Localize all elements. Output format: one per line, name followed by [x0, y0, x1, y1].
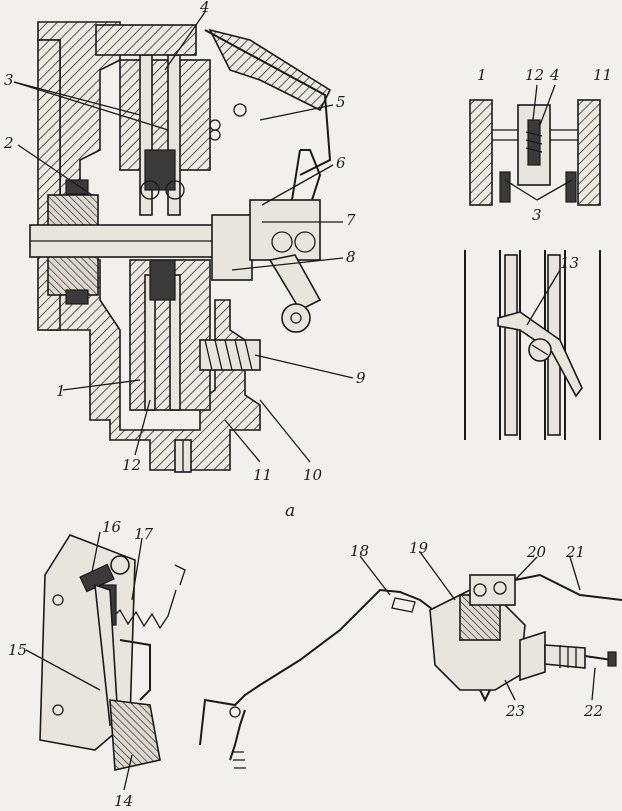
return-spring	[199, 339, 261, 371]
callout-21: 21	[565, 543, 585, 561]
callout-23: 23	[505, 702, 525, 720]
callout-10: 10	[303, 466, 323, 484]
callout-2: 2	[3, 134, 14, 152]
callout-22: 22	[583, 702, 603, 720]
callout-11-inset: 11	[593, 66, 612, 84]
callout-1-inset: 1	[477, 66, 487, 84]
callout-1-main: 1	[56, 382, 66, 400]
callout-15: 15	[8, 641, 27, 659]
callout-12-main: 12	[122, 456, 141, 474]
callout-11-main: 11	[253, 466, 272, 484]
inset-guide-detail	[469, 99, 601, 206]
leader-lines	[13, 11, 596, 791]
panel-label: а	[285, 501, 295, 521]
callout-7: 7	[346, 211, 356, 229]
callout-13: 13	[560, 254, 579, 272]
callout-16: 16	[102, 518, 122, 536]
callout-9: 9	[356, 369, 366, 387]
pedal-assembly	[39, 534, 186, 771]
callout-4-inset: 4	[549, 66, 560, 84]
callout-3-main: 3	[4, 71, 14, 89]
callout-19: 19	[409, 539, 429, 557]
callout-labels: 1 2 3 4 5 6 7 8 9 10 11 12 1 12 4 11 3 1…	[3, 0, 612, 810]
callout-20: 20	[526, 543, 547, 561]
callout-17: 17	[134, 525, 154, 543]
callout-18: 18	[350, 542, 369, 560]
clutch-section-view	[29, 21, 332, 473]
callout-12-inset: 12	[525, 66, 544, 84]
callout-3-inset: 3	[532, 206, 542, 224]
callout-5: 5	[336, 93, 346, 111]
callout-4-main: 4	[199, 0, 210, 16]
callout-8: 8	[346, 248, 356, 266]
inset-latch-detail	[464, 250, 601, 440]
callout-6: 6	[336, 154, 346, 172]
hydraulic-system	[199, 573, 622, 769]
callout-14: 14	[114, 792, 133, 810]
